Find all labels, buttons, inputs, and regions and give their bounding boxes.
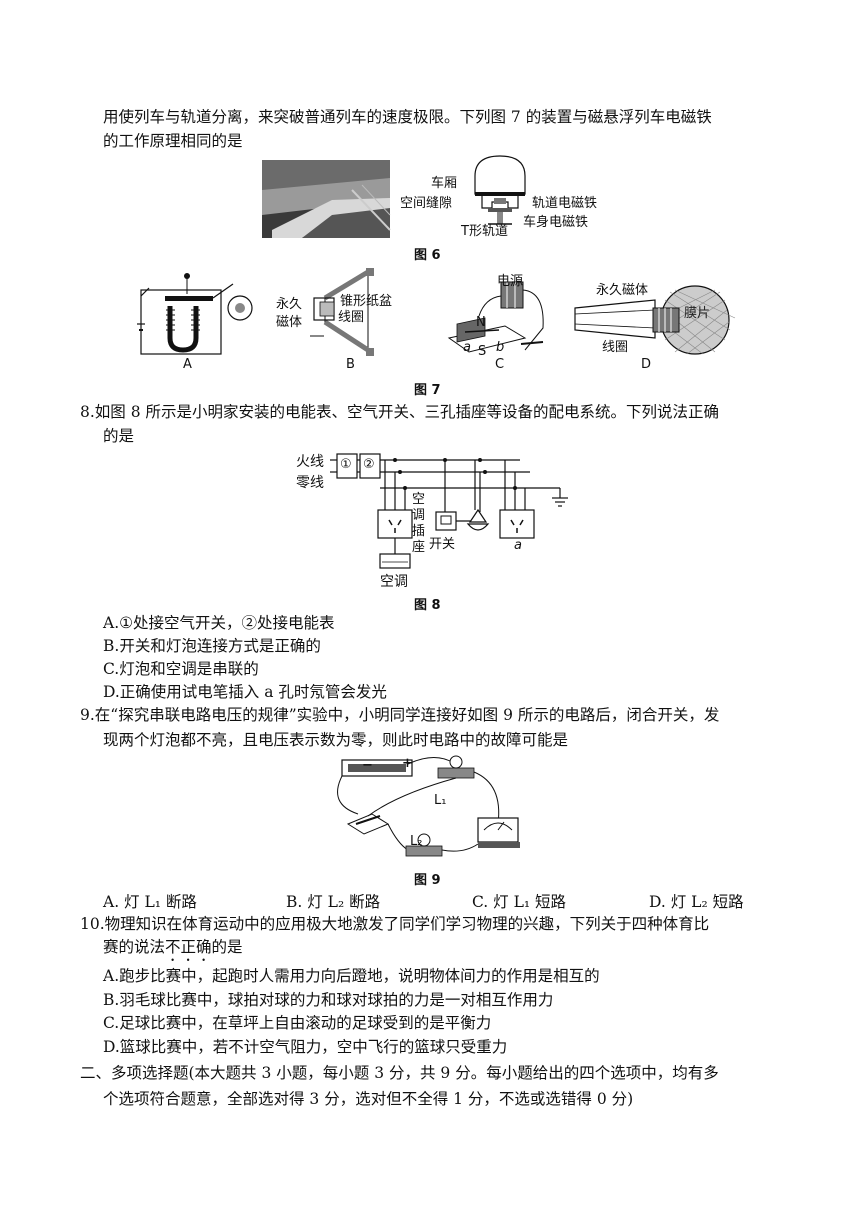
label-ac-socket: 空 调 插 座 (412, 492, 426, 555)
wiring-diagram (330, 453, 568, 569)
q9-option-a: A. 灯 L₁ 断路 (103, 893, 197, 911)
q8-line-2: 的是 (103, 427, 135, 445)
lamp-l1-label: L₁ (434, 793, 447, 808)
b-label-cone: 锥形纸盆 (340, 294, 393, 309)
speaker-diagram (310, 268, 374, 356)
maglev-cross-section-diagram (474, 155, 526, 225)
motor-diagram (447, 281, 544, 353)
c-label-power: 电源 (497, 274, 524, 289)
figure-7-caption: 图 7 (414, 383, 441, 398)
option-a-label: A (183, 357, 192, 372)
q8-option-c: C.灯泡和空调是串联的 (103, 660, 259, 678)
battery-minus-label: − (362, 758, 373, 773)
maglev-train-photo (262, 160, 391, 238)
section-2-line-1: 二、多项选择题(本大题共 3 小题，每小题 3 分，共 9 分。每小题给出的四个… (80, 1064, 719, 1082)
bell-dome (227, 295, 253, 321)
q10-option-c: C.足球比赛中，在草坪上自由滚动的足球受到的是平衡力 (103, 1014, 492, 1032)
option-b-label: B (346, 357, 355, 372)
q10-option-d: D.篮球比赛中，若不计空气阻力，空中飞行的篮球只受重力 (103, 1038, 508, 1056)
q9-line-1: 9.在“探究串联电路电压的规律”实验中，小明同学连接好如图 9 所示的电路后，闭… (80, 706, 720, 724)
label-switch: 开关 (429, 537, 456, 552)
c-label-s: S (478, 344, 487, 359)
label-neutral-wire: 零线 (296, 475, 324, 491)
label-live-wire: 火线 (296, 454, 324, 470)
d-label-coil: 线圈 (602, 340, 629, 355)
battery-plus-label: + (402, 756, 413, 771)
microphone-diagram (574, 285, 736, 355)
b-label-magnet-2: 磁体 (276, 315, 303, 330)
q8-line-1: 8.如图 8 所示是小明家安装的电能表、空气开关、三孔插座等设备的配电系统。下列… (80, 403, 720, 421)
c-label-a: a (463, 340, 471, 355)
label-gap: 空间缝隙 (400, 196, 453, 211)
label-body-magnet: 车身电磁铁 (523, 215, 589, 230)
lamp-l2-label: L₂ (410, 834, 423, 849)
q8-option-b: B.开关和灯泡连接方式是正确的 (103, 637, 321, 655)
d-label-magnet: 永久磁体 (596, 283, 649, 298)
q8-option-d: D.正确使用试电笔插入 a 孔时氖管会发光 (103, 683, 387, 701)
q9-line-2: 现两个灯泡都不亮，且电压表示数为零，则此时电路中的故障可能是 (103, 731, 569, 749)
option-d-label: D (641, 357, 652, 372)
q10-option-b: B.羽毛球比赛中，球拍对球的力和球对球拍的力是一对相互作用力 (103, 991, 554, 1009)
q8-option-a: A.①处接空气开关，②处接电能表 (103, 614, 335, 632)
q9-option-b: B. 灯 L₂ 断路 (286, 893, 381, 911)
q10-line-1: 10.物理知识在体育运动中的应用极大地激发了同学们学习物理的兴趣，下列关于四种体… (80, 915, 710, 933)
label-air-conditioner: 空调 (380, 574, 408, 590)
figure-8-caption: 图 8 (414, 598, 441, 613)
intro-line-1: 用使列车与轨道分离，来突破普通列车的速度极限。下列图 7 的装置与磁悬浮列车电磁… (103, 108, 712, 126)
label-socket-a: a (514, 538, 522, 553)
label-carriage: 车厢 (431, 176, 458, 191)
section-2-line-2: 个选项符合题意，全部选对得 3 分，选对但不全得 1 分，不选或选错得 0 分) (103, 1090, 634, 1108)
label-box-1: ① (340, 457, 352, 472)
figure-9-caption: 图 9 (414, 873, 441, 888)
b-label-magnet-1: 永久 (276, 297, 303, 312)
intro-line-2: 的工作原理相同的是 (103, 132, 243, 150)
figure-6-caption: 图 6 (414, 248, 441, 263)
d-label-film: 膜片 (684, 306, 711, 321)
q9-option-d: D. 灯 L₂ 短路 (649, 893, 744, 911)
q10-option-a: A.跑步比赛中，起跑时人需用力向后蹬地，说明物体间力的作用是相互的 (103, 967, 600, 985)
option-c-label: C (495, 357, 505, 372)
c-label-b: b (496, 340, 505, 355)
q10-emphasis: 不正确 (165, 938, 212, 956)
electric-bell-diagram (137, 273, 234, 355)
label-track-magnet: 轨道电磁铁 (532, 196, 598, 211)
b-label-coil: 线圈 (338, 310, 365, 325)
series-circuit-diagram (337, 755, 520, 857)
label-box-2: ② (363, 457, 375, 472)
q9-option-c: C. 灯 L₁ 短路 (472, 893, 567, 911)
q10-line-2: 赛的说法不正确的是 (103, 938, 243, 956)
label-t-track: T形轨道 (461, 224, 508, 239)
c-label-n: N (476, 315, 486, 330)
